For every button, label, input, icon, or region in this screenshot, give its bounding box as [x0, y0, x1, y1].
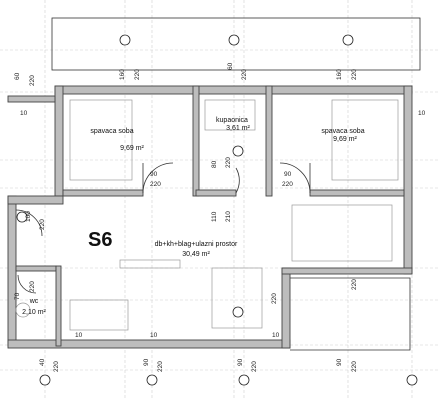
- doors: [15, 162, 311, 294]
- dim-label: 220: [29, 75, 36, 86]
- dim-label: 220: [225, 157, 232, 168]
- grid-markers: [16, 34, 418, 386]
- dim-label: 90: [237, 358, 244, 366]
- dim-label: 10: [75, 332, 83, 339]
- dim-label: 90: [150, 171, 158, 178]
- balcony-bottom: [290, 277, 411, 351]
- room-name-bedroom-right: spavaca soba: [321, 128, 364, 135]
- dim-label: 220: [150, 181, 161, 188]
- room-area-living: 30,49 m²: [182, 251, 210, 258]
- dim-label: 10: [418, 110, 426, 117]
- dim-label: 210: [225, 211, 232, 222]
- dim-label: 40: [39, 358, 46, 366]
- dim-label: 100: [25, 211, 32, 222]
- dim-label: 90: [284, 171, 292, 178]
- dim-label: 220: [53, 361, 60, 372]
- room-area-wc: 2,10 m²: [22, 309, 46, 316]
- dim-label: 160: [336, 69, 343, 80]
- dim-label: 90: [336, 358, 343, 366]
- dim-label: 220: [351, 279, 358, 290]
- dim-label: 220: [271, 293, 278, 304]
- room-name-bathroom: kupaonica: [216, 117, 248, 124]
- dim-label: 220: [39, 219, 46, 230]
- dim-label: 80: [211, 160, 218, 168]
- dim-label: 10: [272, 332, 280, 339]
- dim-label: 160: [119, 69, 126, 80]
- dim-label: 90: [143, 358, 150, 366]
- dim-label: 220: [351, 69, 358, 80]
- dim-label: 70: [14, 292, 21, 300]
- room-name-wc: wc: [29, 298, 39, 305]
- dim-label: 110: [211, 211, 218, 222]
- room-name-living: db+kh+blag+ulazni prostor: [155, 241, 238, 248]
- furniture: [15, 99, 399, 331]
- dim-label: 10: [150, 332, 158, 339]
- dim-label: 10: [20, 110, 28, 117]
- room-area-bedroom-left: 9,69 m²: [120, 145, 144, 152]
- dim-label: 220: [241, 69, 248, 80]
- dim-label: 220: [282, 181, 293, 188]
- dim-label: 220: [157, 361, 164, 372]
- walls: [7, 85, 413, 349]
- dim-label: 220: [134, 69, 141, 80]
- room-area-bedroom-right: 9,69 m²: [333, 136, 357, 143]
- room-area-bathroom: 3,61 m²: [226, 125, 250, 132]
- unit-label: S6: [88, 229, 112, 251]
- dim-label: 220: [29, 281, 36, 292]
- dim-label: 220: [251, 361, 258, 372]
- balcony-top: [51, 17, 421, 71]
- dimension-labels: 60 220 160 220 60 220 160 220 10 10 80 2…: [14, 62, 426, 372]
- dim-label: 60: [227, 62, 234, 70]
- dim-label: 220: [351, 361, 358, 372]
- dim-label: 60: [14, 72, 21, 80]
- room-name-bedroom-left: spavaca soba: [90, 128, 133, 135]
